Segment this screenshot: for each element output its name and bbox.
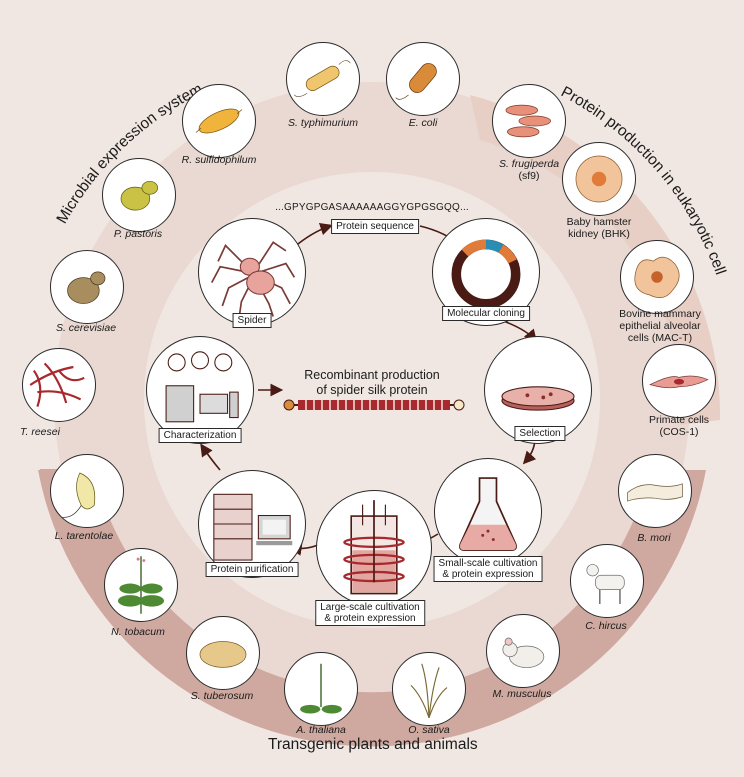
s-cerevisiae-node — [50, 250, 124, 324]
s-tuberosum-node — [186, 616, 260, 690]
selection-label: Selection — [514, 426, 566, 441]
center-title: Recombinant production of spider silk pr… — [304, 368, 440, 397]
rice-plant-icon — [410, 663, 448, 718]
molecular-cloning-label: Molecular cloning — [442, 306, 530, 321]
a-thaliana-node — [284, 652, 358, 726]
arabidopsis-icon — [300, 663, 342, 714]
o-sativa-node — [392, 652, 466, 726]
sf9-node — [492, 84, 566, 158]
bacterium-icon — [293, 60, 351, 97]
mouse-icon — [502, 637, 545, 668]
spider-label: Spider — [232, 313, 272, 328]
bacterium-icon — [195, 108, 243, 134]
protein-purification-label: Protein purification — [205, 562, 299, 577]
e-coli-node — [386, 42, 460, 116]
protein-sequence-label: Protein sequence — [331, 219, 419, 234]
small-scale-label: Small-scale cultivation & protein expres… — [433, 556, 543, 582]
fibroblast-icon — [649, 375, 709, 389]
large-scale-label: Large-scale cultivation & protein expres… — [315, 600, 425, 626]
tobacco-plant-icon — [117, 556, 165, 614]
flask-icon — [459, 477, 517, 552]
epithelial-cell-icon — [634, 256, 680, 299]
c-hircus-node — [570, 544, 644, 618]
a-thaliana-label: A. thaliana — [296, 724, 346, 736]
silk-protein-chain — [283, 399, 465, 411]
bhk-node — [562, 142, 636, 216]
m-musculus-label: M. musculus — [492, 688, 552, 700]
mac-t-label: Bovine mammary epithelial alveolar cells… — [619, 308, 701, 344]
mac-t-node — [620, 240, 694, 314]
t-reesei-node — [22, 348, 96, 422]
large-scale-node — [316, 490, 432, 606]
bacterium-icon — [395, 63, 437, 100]
o-sativa-label: O. sativa — [408, 724, 450, 736]
cos-1-node — [642, 344, 716, 418]
e-coli-label: E. coli — [408, 117, 438, 129]
s-cerevisiae-label: S. cerevisiae — [55, 322, 117, 334]
s-tuberosum-label: S. tuberosum — [190, 690, 254, 702]
l-tarentolae-label: L. tarentolae — [54, 530, 114, 542]
r-sulfidophilum-label: R. sulfidophilum — [181, 154, 257, 166]
silkworm-icon — [627, 483, 683, 502]
p-pastoris-label: P. pastoris — [113, 228, 163, 240]
c-hircus-label: C. hircus — [585, 620, 627, 632]
protein-sequence-text: ...GPYGPGASAAAAAAGGYGPGSGQQ... — [275, 202, 469, 213]
n-tobacum-node — [104, 548, 178, 622]
protein-purification-node — [198, 470, 306, 578]
n-tobacum-label: N. tobacum — [111, 626, 165, 638]
spider-node — [198, 218, 306, 326]
r-sulfidophilum-node — [182, 84, 256, 158]
spider-icon — [210, 241, 296, 317]
s-typhimurium-label: S. typhimurium — [287, 117, 359, 129]
p-pastoris-node — [102, 158, 176, 232]
round-cell-icon — [575, 155, 623, 203]
yeast-icon — [67, 271, 106, 304]
b-mori-node — [618, 454, 692, 528]
fungus-hyphae-icon — [29, 362, 85, 407]
plasmid-icon — [451, 239, 521, 309]
b-mori-label: B. mori — [637, 532, 671, 544]
cos-1-label: Primate cells (COS-1) — [648, 414, 710, 438]
chromatography-icon — [213, 493, 293, 561]
bhk-label: Baby hamster kidney (BHK) — [566, 216, 632, 240]
small-scale-node — [434, 458, 542, 566]
sf9-label: S. frugiperda (sf9) — [498, 158, 560, 182]
potato-icon — [199, 641, 247, 668]
yeast-icon — [120, 180, 159, 211]
goat-icon — [586, 564, 625, 605]
insect-cells-icon — [505, 104, 551, 138]
petri-dish-icon — [501, 386, 575, 411]
characterization-label: Characterization — [158, 428, 242, 443]
characterization-node — [146, 336, 254, 444]
analysis-instruments-icon — [165, 351, 239, 423]
bioreactor-icon — [343, 500, 405, 595]
t-reesei-label: T. reesei — [20, 426, 60, 438]
protozoan-icon — [59, 472, 96, 518]
m-musculus-node — [486, 614, 560, 688]
s-typhimurium-node — [286, 42, 360, 116]
l-tarentolae-node — [50, 454, 124, 528]
